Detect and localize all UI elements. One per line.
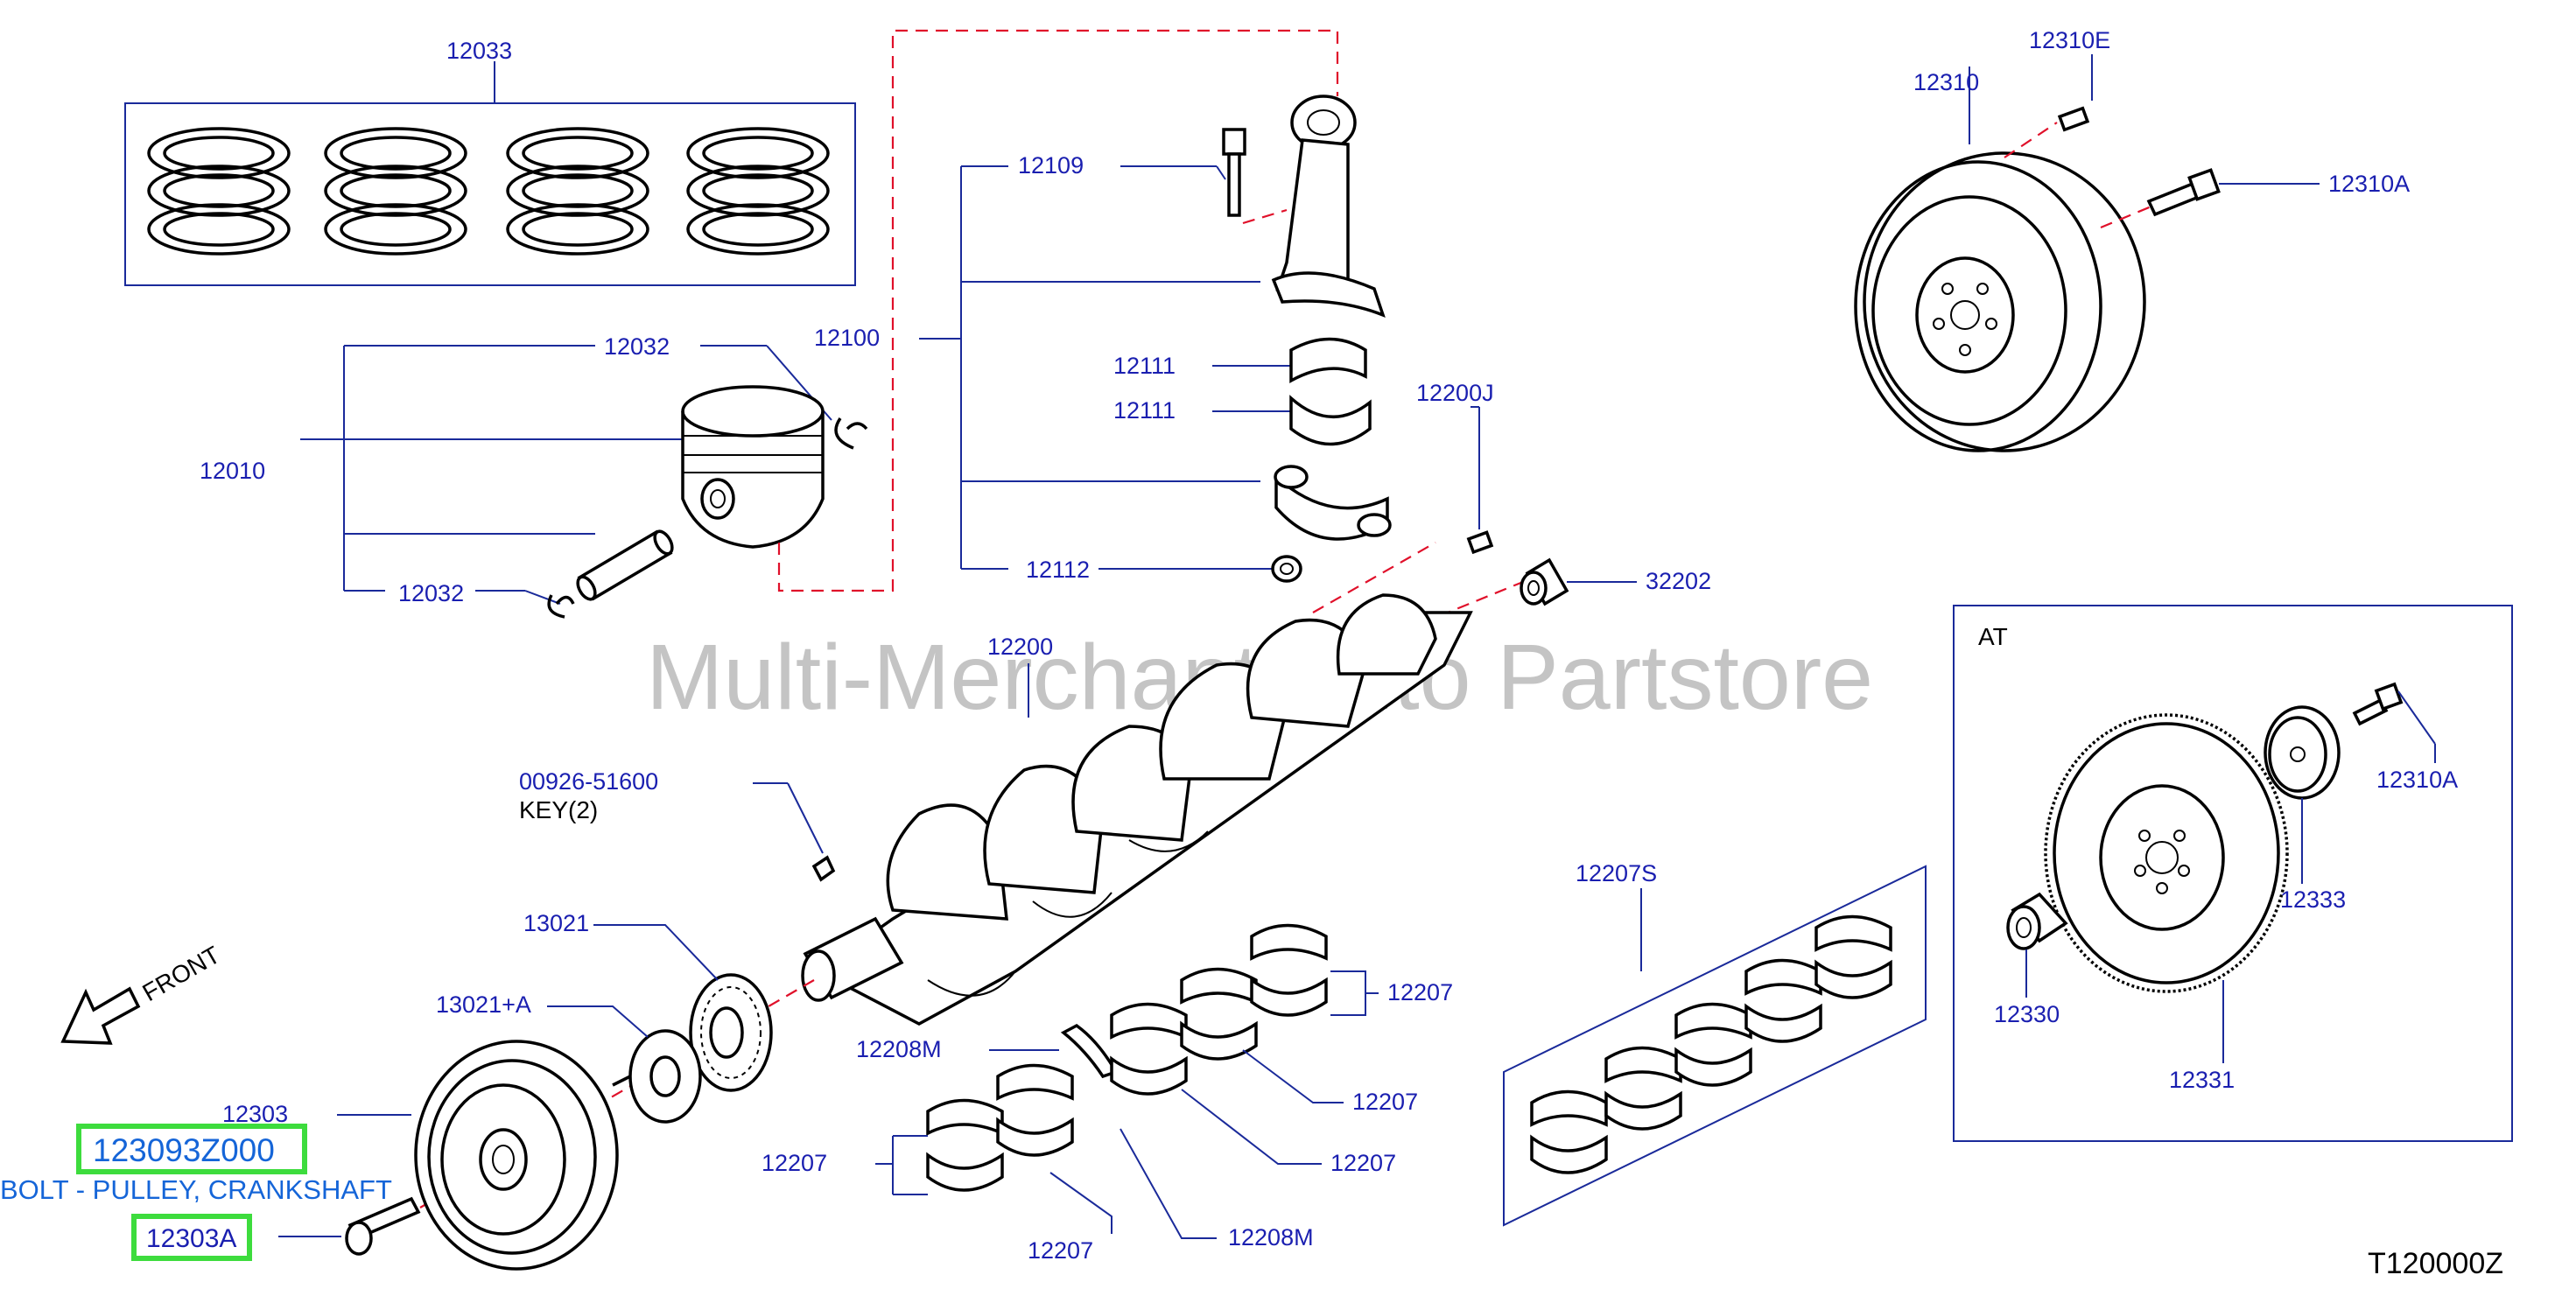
piston-ring-set-4 (686, 127, 830, 256)
connecting-rod-nut (1271, 555, 1302, 583)
label-12310A[interactable]: 12310A (2328, 171, 2410, 197)
label-12207S[interactable]: 12207S (1576, 860, 1657, 886)
label-00926-51600[interactable]: 00926-51600 (519, 768, 658, 795)
main-bearing-set-12207S[interactable] (1503, 865, 1927, 1227)
bearing-set-5 (1814, 914, 1892, 999)
main-bearing-1 (926, 1098, 1004, 1192)
label-12310E[interactable]: 12310E (2029, 27, 2110, 53)
label-12207-right[interactable]: 12207 (1352, 1089, 1418, 1115)
label-12303[interactable]: 12303 (222, 1101, 288, 1127)
connecting-rod-cap (1274, 465, 1392, 541)
drive-plate-bolt-12310A (2352, 682, 2404, 726)
label-12207-bottom[interactable]: 12207 (1028, 1237, 1093, 1264)
label-12207-top-right[interactable]: 12207 (1387, 979, 1453, 1005)
highlight-box-ref (131, 1214, 252, 1261)
label-key-2: KEY(2) (519, 796, 598, 823)
crankshaft-sprocket-13021[interactable] (689, 973, 773, 1092)
connecting-rod-bearing-lower (1289, 395, 1372, 446)
at-label: AT (1978, 623, 2008, 650)
main-bearing-3 (1110, 1002, 1188, 1096)
main-bearing-4 (1180, 967, 1258, 1061)
highlight-box-part-number (76, 1124, 307, 1174)
at-frame (1953, 605, 2513, 1142)
label-12330[interactable]: 12330 (1994, 1001, 2060, 1027)
bearing-set-2 (1604, 1046, 1682, 1131)
piston-ring-set-3 (506, 127, 649, 256)
piston (681, 385, 825, 549)
label-12200J[interactable]: 12200J (1416, 380, 1494, 406)
bearing-set-1 (1530, 1089, 1608, 1174)
label-12010[interactable]: 12010 (200, 458, 265, 484)
label-12208M-lower[interactable]: 12208M (1228, 1224, 1314, 1250)
main-bearings-group[interactable] (926, 923, 1328, 1192)
label-12207-left[interactable]: 12207 (762, 1150, 827, 1176)
highlight-part-number[interactable]: 123093Z000 (93, 1132, 275, 1168)
crankshaft-12200[interactable] (801, 593, 1473, 1026)
flywheel-dowel-12310E[interactable] (2057, 106, 2090, 132)
label-12207-mid-right[interactable]: 12207 (1330, 1150, 1396, 1176)
label-12333[interactable]: 12333 (2280, 886, 2346, 913)
main-bearing-5 (1250, 923, 1328, 1017)
connecting-rod (1271, 95, 1386, 319)
label-12310[interactable]: 12310 (1913, 69, 1979, 95)
piston-ring-set-2 (324, 127, 467, 256)
label-12111-upper[interactable]: 12111 (1113, 353, 1176, 379)
thrust-washer-lower (1060, 1023, 1119, 1079)
connecting-rod-group[interactable] (919, 95, 1392, 583)
front-label: FRONT (138, 941, 225, 1006)
label-12033[interactable]: 12033 (446, 38, 512, 64)
label-12310A-at[interactable]: 12310A (2376, 767, 2458, 793)
spacer-12330 (2006, 892, 2068, 950)
label-12111-lower[interactable]: 12111 (1113, 397, 1176, 424)
dashed-line-rod-crank (1242, 208, 1436, 613)
highlight-description: BOLT - PULLEY, CRANKSHAFT (0, 1174, 392, 1205)
highlight-ref[interactable]: 12303A (146, 1224, 236, 1253)
at-box[interactable]: AT (1953, 605, 2513, 1142)
label-12109[interactable]: 12109 (1018, 152, 1084, 179)
label-12032-upper[interactable]: 12032 (604, 333, 670, 360)
label-32202[interactable]: 32202 (1646, 568, 1711, 594)
snap-ring-upper (834, 417, 868, 450)
piston-ring-set-1 (147, 127, 291, 256)
dashed-line-flywheel-bolt (2100, 204, 2154, 229)
pulley-bolt-12303A[interactable] (345, 1196, 421, 1256)
label-12331[interactable]: 12331 (2169, 1067, 2235, 1093)
piston-rings-box (124, 102, 856, 286)
label-12112[interactable]: 12112 (1026, 557, 1090, 583)
piston-rings-group[interactable] (124, 61, 856, 286)
spacer-13021A[interactable] (612, 1029, 702, 1124)
label-12208M-upper[interactable]: 12208M (856, 1036, 942, 1062)
diagram-code: T120000Z (2368, 1247, 2503, 1280)
pilot-bushing-32202[interactable] (1520, 557, 1569, 606)
label-12100[interactable]: 12100 (814, 325, 880, 351)
dashed-line-crank-nose (419, 979, 815, 1208)
reinforcement-plate-12333 (2264, 705, 2341, 800)
dowel-pin-12200J[interactable] (1466, 530, 1494, 555)
drive-plate-12331 (2044, 713, 2289, 993)
piston-pin (576, 529, 674, 601)
label-13021[interactable]: 13021 (523, 910, 589, 936)
crankshaft-pulley-12303[interactable] (414, 1040, 619, 1271)
piston-group[interactable] (300, 345, 868, 619)
label-12032-lower[interactable]: 12032 (398, 580, 464, 606)
front-arrow: FRONT (60, 941, 225, 1045)
dashed-line-piston-rod (777, 29, 1339, 592)
highlight-callout[interactable]: 123093Z000 BOLT - PULLEY, CRANKSHAFT 123… (0, 1124, 392, 1261)
flywheel-bolt-12310A[interactable] (2146, 168, 2221, 217)
dashed-line-flywheel-dowel (2004, 122, 2058, 158)
connecting-rod-bearing-upper (1289, 337, 1367, 383)
bearing-set-3 (1674, 1002, 1752, 1087)
crankshaft-key[interactable] (811, 855, 836, 882)
label-12200[interactable]: 12200 (987, 634, 1053, 660)
connecting-rod-bolt (1222, 128, 1246, 217)
main-bearing-2 (996, 1063, 1074, 1157)
bearing-set-4 (1744, 958, 1822, 1043)
snap-ring-lower (547, 594, 575, 619)
label-13021-A[interactable]: 13021+A (436, 991, 531, 1018)
flywheel-12310[interactable] (1854, 151, 2146, 452)
